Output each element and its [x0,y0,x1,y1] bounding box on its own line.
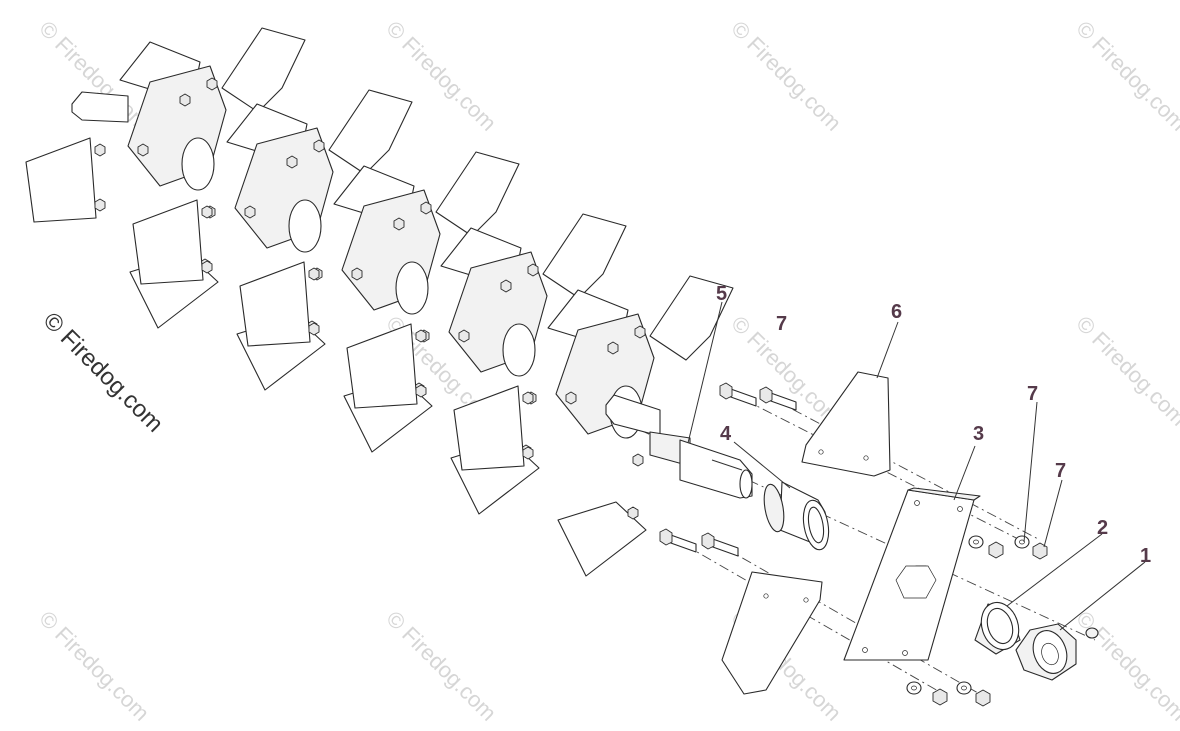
washer-lower-1-hole [911,685,917,691]
tine-bolt-3 [137,143,149,157]
tine-hub-bore [181,137,215,191]
tine-side-bracket [453,385,525,471]
tine-bolt-2 [206,77,218,91]
hex-bolt-upper-1 [719,382,757,407]
tine-blade-upper [649,275,734,361]
tine-blade-upper [542,213,627,299]
tine-bolt-2 [313,139,325,153]
watermark-bm: © Firedog.com [381,606,501,726]
watermark-tr2: © Firedog.com [1071,16,1180,136]
tine-bolt-3 [351,267,363,281]
callout-3: 3 [973,423,984,445]
tine-bolt-4 [415,329,427,343]
part-5-hex-shaft [605,394,753,499]
hex-bolt-lower-1-head [659,528,673,546]
callout-labels: 1 2 3 4 5 6 7 7 7 [716,283,1151,567]
tine-bolt-1 [607,341,619,355]
tine-section-2 [132,89,413,391]
part-3-bearing-plate [843,487,981,661]
tine-bolt-3 [565,391,577,405]
centerline-upper-bolt-1 [744,399,1031,546]
tine-hub-bore [502,323,536,377]
tine-blade-upper [328,89,413,175]
tine-hub-bore [288,199,322,253]
tine-rotor-assembly [25,27,734,577]
tine-blade-upper [221,27,306,113]
tine-bolt-5 [201,260,213,274]
tine-bolt-3 [244,205,256,219]
hex-bolt-lower-2 [701,532,739,557]
callout-7-right: 7 [1055,460,1066,482]
watermark-mr: © Firedog.com [1071,311,1180,431]
tine-bolt-4 [522,391,534,405]
tine-bolt-1 [179,93,191,107]
part-1-lock-collar [1015,623,1099,681]
watermark-tr1: © Firedog.com [726,16,846,136]
leader-lines [687,301,1146,631]
tine-bolt-4 [308,267,320,281]
centerline-upper-bolt-2 [774,399,1041,541]
tine-bolt-4 [94,143,106,157]
nut-upper-1 [988,541,1004,559]
lower-guard-plate [721,571,823,695]
hex-bolt-upper-2 [759,386,797,411]
hex-bolt-lower-1 [659,528,697,553]
callout-4: 4 [720,423,732,445]
callout-5: 5 [716,283,727,305]
watermark-bl: © Firedog.com [34,606,154,726]
tine-bolt-1 [286,155,298,169]
rotor-shaft-stub [71,91,129,123]
nut-lower-1 [932,688,948,706]
hardware-bolts [659,382,1048,707]
tine-side-bracket [132,199,204,285]
watermark-br2: © Firedog.com [1071,606,1180,726]
part-2-bearing [974,601,1021,655]
part-4-spacer-tube [763,481,830,551]
part-6-upper-guard [801,371,891,477]
tine-side-bracket [25,137,97,223]
tine-bolt-5 [308,322,320,336]
tine-side-bracket [239,261,311,347]
tine-bolt-1 [393,217,405,231]
tine-hub-bore [395,261,429,315]
centerline-lower-bolt-2 [724,547,986,698]
tine-blade-lower [557,501,647,577]
callout-2: 2 [1097,517,1108,539]
tine-bolt-6 [632,453,644,467]
hex-bolt-lower-2-head [701,532,715,550]
tine-bolt-3 [458,329,470,343]
tine-bolt-5 [415,384,427,398]
nut-upper-2 [1032,542,1048,560]
tine-bolt-7 [627,506,639,520]
callout-7-middle: 7 [1027,383,1038,405]
tine-blade-upper [435,151,520,237]
tine-bolt-5 [94,198,106,212]
tine-bolt-2 [527,263,539,277]
tine-bolt-5 [522,446,534,460]
tine-section-5 [453,275,734,577]
callout-1: 1 [1140,545,1151,567]
tine-bolt-4 [201,205,213,219]
tine-bolt-1 [500,279,512,293]
washer-upper-1-hole [973,539,979,545]
tine-side-bracket [346,323,418,409]
nut-lower-2 [975,689,991,707]
watermark-main: © Firedog.com [38,307,169,438]
hex-bolt-upper-2-head [759,386,773,404]
tine-bolt-2 [420,201,432,215]
tine-bolt-2 [634,325,646,339]
hex-bolt-upper-1-head [719,382,733,400]
callout-6: 6 [891,301,902,323]
callout-7-top: 7 [776,313,787,335]
washer-lower-2-hole [961,685,967,691]
